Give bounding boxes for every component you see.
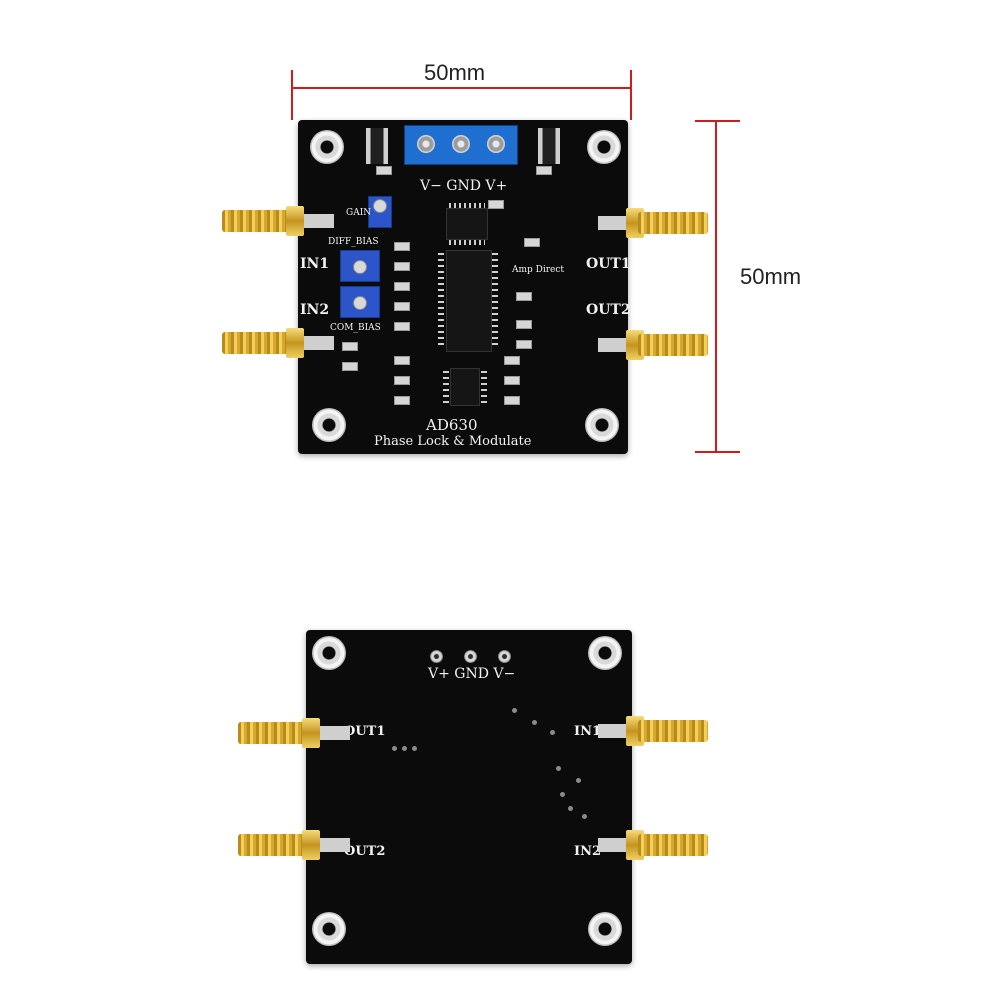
ic-chip-icon [446,203,488,245]
mounting-hole-icon [588,912,622,946]
sma-connector-icon [598,830,708,860]
out1-label-bottom: OUT1 [344,724,386,739]
chip-label: AD630 [426,416,478,434]
com-bias-label: COM_BIAS [330,323,381,333]
trimmer-potentiometer-icon [340,250,380,282]
sma-connector-icon [598,208,708,238]
capacitor-c6 [538,128,560,164]
mounting-hole-icon [312,636,346,670]
out2-label-bottom: OUT2 [344,844,386,859]
mounting-hole-icon [312,912,346,946]
screw-terminal-icon [404,125,518,165]
in2-label-top: IN2 [300,302,330,318]
width-dimension-label: 50mm [424,60,486,85]
bottom-board-pcb: V+ GND V− OUT1 OUT2 IN1 IN2 [306,630,632,964]
diff-bias-label: DIFF_BIAS [328,237,379,247]
top-board-pcb: V− GND V+ GAIN DIFF_BIAS COM_BIAS IN1 IN… [298,120,631,454]
ic-chip-icon [443,368,487,406]
sma-connector-icon [222,328,334,358]
power-pad-vminus [498,650,511,663]
power-pad-gnd [464,650,477,663]
power-labels-bottom: V+ GND V− [428,666,516,682]
mounting-hole-icon [312,408,346,442]
mounting-hole-icon [310,130,344,164]
in1-label-bottom: IN1 [574,724,602,739]
power-pad-vplus [430,650,443,663]
sma-connector-icon [598,330,708,360]
sma-connector-icon [222,206,334,236]
amp-direct-label: Amp Direct [512,265,565,275]
sma-connector-icon [238,830,350,860]
board-subtitle: Phase Lock & Modulate [374,434,532,449]
mounting-hole-icon [585,408,619,442]
trimmer-potentiometer-icon [340,286,380,318]
in1-label-top: IN1 [300,256,330,272]
sma-connector-icon [238,718,350,748]
out1-label-top: OUT1 [586,256,631,272]
out2-label-top: OUT2 [586,302,631,318]
gain-label: GAIN [346,208,372,218]
mounting-hole-icon [587,130,621,164]
in2-label-bottom: IN2 [574,844,602,859]
dimension-lines [291,70,740,453]
power-labels-top: V− GND V+ [420,178,508,194]
ic-chip-icon [438,250,498,352]
trimmer-potentiometer-icon [368,196,392,228]
sma-connector-icon [598,716,708,746]
height-dimension-label: 50mm [740,264,802,289]
capacitor-c4 [366,128,388,164]
mounting-hole-icon [588,636,622,670]
